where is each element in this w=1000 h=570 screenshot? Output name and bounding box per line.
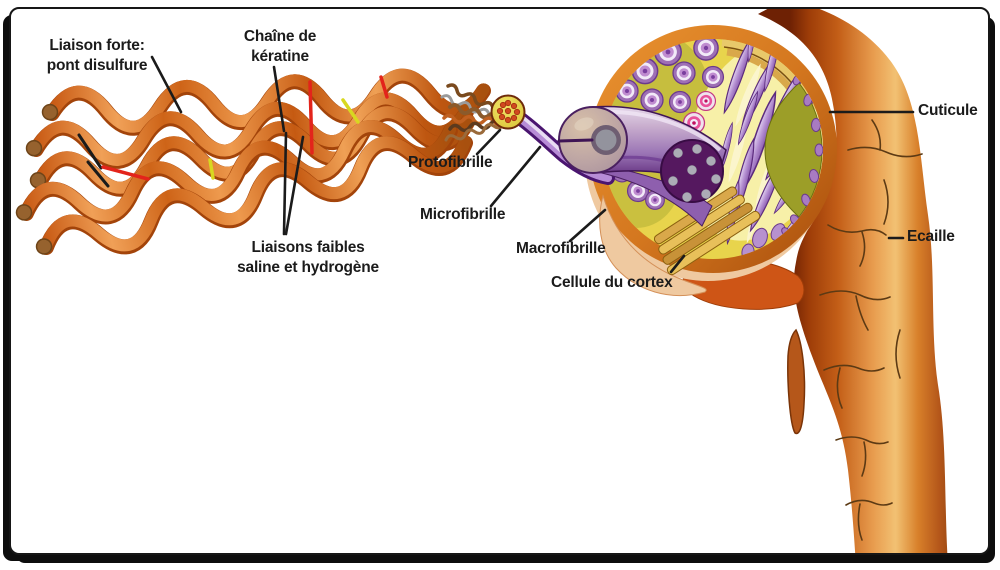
pointer-liaisons-faibles-2 (284, 135, 305, 236)
label-chaine-keratine: Chaîne de kératine (243, 28, 317, 65)
keratin-strand (41, 70, 485, 133)
keratin-strand (32, 123, 470, 268)
weak-bond (341, 98, 360, 124)
hair-structure-illustration (9, 9, 948, 553)
cortex-cell-lip (599, 194, 707, 297)
label-liaison-forte: Liaison forte: pont disulfure (46, 37, 148, 74)
keratin-coils (13, 70, 484, 268)
pointer-lines (150, 55, 915, 274)
label-microfibrille: Microfibrille (420, 206, 506, 223)
keratin-strand (25, 91, 468, 169)
cortex-cross-section (585, 25, 837, 297)
label-liaisons-faibles: Liaisons faibles saline et hydrogène (237, 239, 379, 276)
pointer-chaine-keratine (272, 65, 286, 133)
pointer-macrofibrille (568, 208, 607, 243)
weak-bond (208, 158, 215, 180)
keratin-strand (13, 111, 454, 234)
pointer-liaison-forte (150, 55, 183, 114)
pointer-microfibrille (489, 145, 542, 208)
cortex-cell-cross-section (660, 139, 724, 203)
label-protofibrille: Protofibrille (408, 154, 493, 171)
pointer-protofibrille (475, 128, 502, 156)
label-cellule-du-cortex: Cellule du cortex (551, 274, 673, 291)
pointer-cellule-cortex (669, 254, 686, 274)
chain-bonds (77, 75, 389, 188)
hair-scale-crack-lines (819, 119, 923, 541)
label-ecaille: Ecaille (907, 228, 955, 245)
pointer-liaisons-faibles-1 (282, 131, 288, 236)
hair-scale-flake (787, 328, 806, 435)
label-macrofibrille: Macrofibrille (516, 240, 606, 257)
hair-shaft (682, 9, 948, 553)
disulfide-bond (101, 165, 150, 181)
disulfide-bond (379, 75, 389, 99)
label-cuticule: Cuticule (918, 102, 978, 119)
black-bond (77, 133, 103, 170)
protofibril-cross-section (490, 94, 526, 130)
diagram-card-frame: Liaison forte: pont disulfure Chaîne de … (9, 7, 990, 555)
black-bond (86, 160, 110, 188)
disulfide-bond (308, 80, 314, 155)
